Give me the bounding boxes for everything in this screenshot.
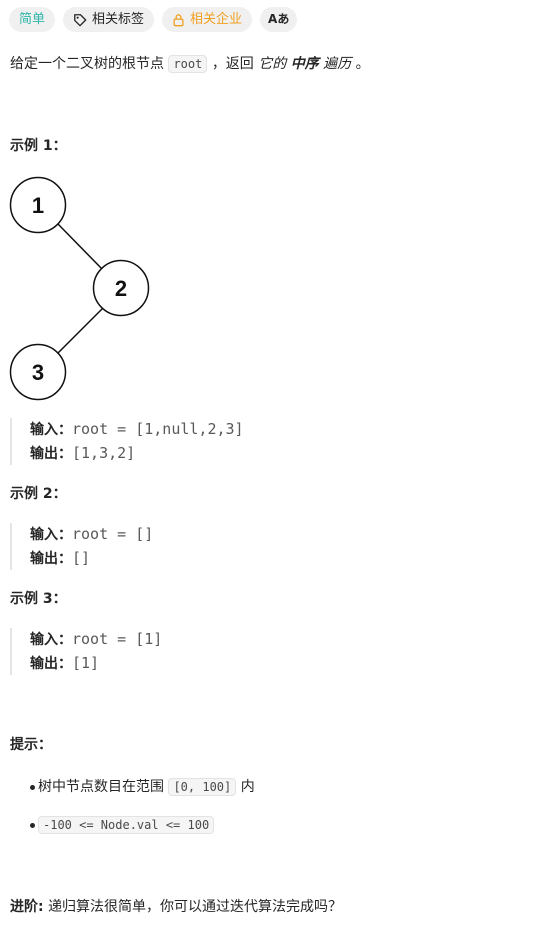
tree-node-3: 3 [9, 343, 67, 401]
translate-icon: Aあ [268, 12, 290, 26]
tag-bar: 简单 相关标签 相关企业 Aあ [9, 7, 298, 32]
example-1-block: 输入：root = [1,null,2,3] 输出：[1,3,2] [10, 418, 244, 465]
constraint-2-code: -100 <= Node.val <= 100 [38, 816, 215, 834]
constraint-1-post: 内 [240, 779, 255, 795]
description-end: 。 [355, 56, 370, 72]
tree-node-1-label: 1 [32, 193, 44, 218]
tree-node-2: 2 [92, 259, 150, 317]
follow-up-label: 进阶: [10, 899, 44, 915]
example-3-input: 输入：root = [1] [30, 628, 162, 652]
input-label: 输入： [30, 422, 72, 438]
translate-button[interactable]: Aあ [260, 7, 298, 32]
output-value: [1] [72, 653, 100, 672]
bullet-dot [30, 785, 35, 790]
constraints-list: 树中节点数目在范围 [0, 100] 内 -100 <= Node.val <=… [10, 776, 255, 836]
tag-icon [74, 13, 87, 26]
output-value: [] [72, 548, 91, 567]
input-label: 输入： [30, 527, 72, 543]
bullet-dot [30, 823, 35, 828]
follow-up-text: 递归算法很简单，你可以通过迭代算法完成吗？ [48, 899, 343, 915]
related-topics-label: 相关标签 [92, 12, 145, 27]
code-root: root [168, 55, 208, 73]
constraints-heading: 提示： [10, 737, 52, 753]
example-2-input: 输入：root = [] [30, 523, 153, 547]
difficulty-label: 简单 [19, 12, 46, 27]
description-text: 给定一个二叉树的根节点 [10, 56, 164, 72]
output-label: 输出： [30, 655, 72, 672]
tree-node-1: 1 [9, 176, 67, 234]
related-topics-button[interactable]: 相关标签 [63, 7, 155, 32]
description-strong: 中序 [290, 56, 319, 72]
description-text-2: ，返回 [211, 56, 254, 72]
output-label: 输出： [30, 445, 72, 462]
input-value: root = [1,null,2,3] [72, 420, 244, 438]
example-3-heading: 示例 3： [10, 591, 67, 607]
tree-edge-1-2 [56, 222, 104, 271]
input-label: 输入： [30, 632, 72, 648]
output-value: [1,3,2] [72, 443, 136, 462]
related-companies-button[interactable]: 相关企业 [162, 7, 253, 32]
input-value: root = [] [72, 525, 154, 543]
tree-edge-2-3 [56, 307, 104, 355]
example-2-block: 输入：root = [] 输出：[] [10, 523, 153, 570]
description-em-2: 遍历 [323, 56, 352, 72]
output-label: 输出： [30, 550, 72, 567]
lock-icon [173, 13, 184, 26]
example-1-heading: 示例 1： [10, 138, 67, 154]
follow-up: 进阶: 递归算法很简单，你可以通过迭代算法完成吗？ [10, 897, 342, 917]
difficulty-badge[interactable]: 简单 [9, 7, 56, 32]
constraint-item: 树中节点数目在范围 [0, 100] 内 [10, 776, 255, 798]
constraint-1-code: [0, 100] [168, 778, 237, 796]
example-1-tree-diagram: 1 2 3 [9, 176, 150, 401]
tree-node-2-label: 2 [115, 276, 127, 301]
problem-description: 给定一个二叉树的根节点 root ，返回 它的 中序 遍历 。 [10, 52, 370, 76]
related-companies-label: 相关企业 [190, 12, 243, 27]
example-3-block: 输入：root = [1] 输出：[1] [10, 628, 162, 675]
example-2-heading: 示例 2： [10, 486, 67, 502]
example-1-output: 输出：[1,3,2] [30, 442, 244, 466]
input-value: root = [1] [72, 630, 163, 648]
constraint-1-pre: 树中节点数目在范围 [38, 779, 164, 795]
example-3-output: 输出：[1] [30, 652, 162, 676]
constraint-item: -100 <= Node.val <= 100 [10, 814, 215, 836]
tree-node-3-label: 3 [32, 360, 44, 385]
example-2-output: 输出：[] [30, 547, 153, 571]
description-em-1: 它的 [258, 56, 287, 72]
example-1-input: 输入：root = [1,null,2,3] [30, 418, 244, 442]
